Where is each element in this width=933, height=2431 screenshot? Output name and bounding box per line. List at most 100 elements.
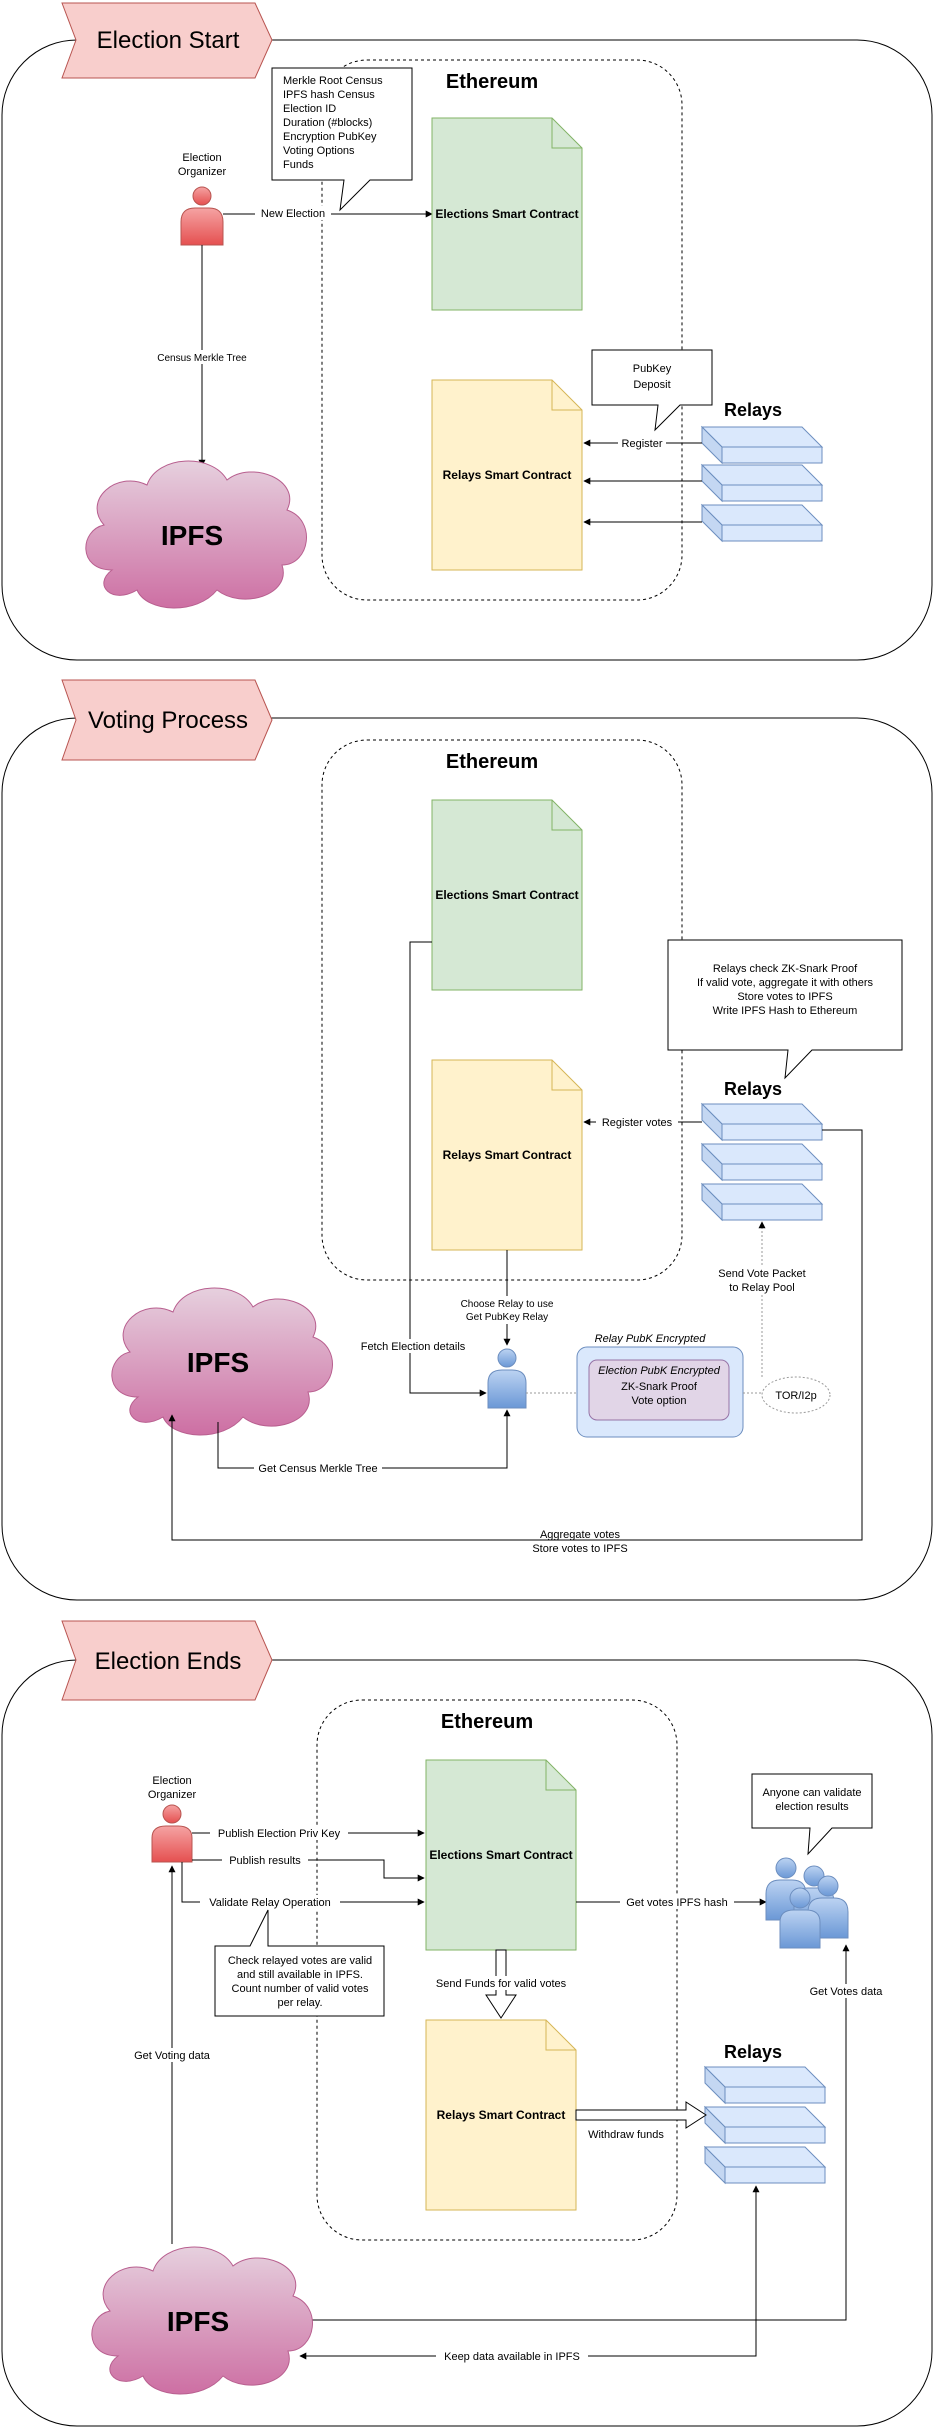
ipfs-cloud: IPFS [85,460,307,609]
ipfs-label: IPFS [167,2306,229,2337]
ethereum-label: Ethereum [446,71,538,93]
section-voting-process: Voting Process Ethereum Elections Smart … [1,679,933,1601]
relay-server-1 [701,426,823,464]
send-vote-label: to Relay Pool [729,1282,794,1294]
elections-contract-label: Elections Smart Contract [429,1848,572,1862]
relay-server-2 [701,464,823,502]
relay-pubk-label: Relay PubK Encrypted [595,1333,707,1345]
section-title: Election Ends [95,1648,242,1675]
ipfs-cloud: IPFS [111,1287,333,1436]
callout-line: PubKey [633,363,672,375]
elections-contract-label: Elections Smart Contract [435,207,578,221]
tor-node [761,1376,831,1414]
tor-label: TOR/I2p [775,1390,816,1402]
organizer-person-icon [180,186,224,246]
relays-label: Relays [724,2042,782,2062]
callout-line: and still available in IPFS. [237,1969,363,1981]
organizer-label-2: Organizer [178,166,227,178]
callout-line: IPFS hash Census [283,89,375,101]
organizer-label-1: Election [152,1775,191,1787]
keep-data-label: Keep data available in IPFS [444,2351,580,2363]
callout-line: Election ID [283,103,336,115]
relay-server-3 [701,504,823,542]
zk-proof-label: ZK-Snark Proof [621,1381,698,1393]
relays-smart-contract: Relays Smart Contract [431,1059,583,1251]
election-pubk-label: Election PubK Encrypted [598,1365,721,1377]
relay-server-3 [704,2146,826,2184]
pubkey-deposit-callout: PubKey Deposit [591,349,713,432]
ipfs-label: IPFS [187,1347,249,1378]
callout-line: If valid vote, aggregate it with others [697,977,874,989]
relays-label: Relays [724,400,782,420]
callout-line: Deposit [633,379,670,391]
send-funds-label: Send Funds for valid votes [436,1978,567,1990]
ethereum-label: Ethereum [446,751,538,773]
aggregate-arrow [168,1129,863,1541]
callout-line: Funds [283,159,314,171]
ethereum-container [321,59,683,601]
get-census-label: Get Census Merkle Tree [258,1463,377,1475]
organizer-label-1: Election [182,152,221,164]
relays-smart-contract: Relays Smart Contract [431,379,583,571]
section-title-banner: Election Ends [61,1620,273,1701]
aggregate-label: Store votes to IPFS [532,1543,627,1555]
voter-person-icon [487,1348,527,1409]
withdraw-funds-label: Withdraw funds [588,2129,664,2141]
validate-relay-arrow [181,1862,425,1906]
section-election-start: Election Start Ethereum Election Organiz… [1,2,933,661]
people-group-icon [765,1857,849,1949]
vote-option-label: Vote option [631,1395,686,1407]
publish-key-label: Publish Election Priv Key [218,1828,341,1840]
callout-line: Check relayed votes are valid [228,1955,372,1967]
section-title-banner: Voting Process [61,679,273,761]
get-voting-data-label: Get Voting data [134,2050,211,2062]
callout-line: Count number of valid votes [232,1983,369,1995]
new-election-label: New Election [261,208,325,220]
callout-line: Relays check ZK-Snark Proof [713,963,858,975]
send-vote-label: Send Vote Packet [718,1268,805,1280]
relays-label: Relays [724,1079,782,1099]
keep-data-arrow [299,2185,760,2360]
section-election-ends: Election Ends Ethereum Election Organize… [1,1620,933,2427]
elections-smart-contract: Elections Smart Contract [431,799,583,991]
callout-line: Write IPFS Hash to Ethereum [713,1005,858,1017]
organizer-label-2: Organizer [148,1789,197,1801]
elections-smart-contract: Elections Smart Contract [431,117,583,311]
callout-line: Voting Options [283,145,355,157]
relays-contract-label: Relays Smart Contract [443,468,572,482]
relays-contract-label: Relays Smart Contract [437,2108,566,2122]
callout-line: Anyone can validate [762,1787,861,1799]
choose-relay-label: Get PubKey Relay [466,1312,548,1323]
section-title-banner: Election Start [61,2,273,79]
relay-server-3 [701,1183,823,1221]
ipfs-label: IPFS [161,520,223,551]
elections-contract-label: Elections Smart Contract [435,888,578,902]
ipfs-cloud: IPFS [91,2246,313,2395]
callout-line: Duration (#blocks) [283,117,372,129]
relays-smart-contract: Relays Smart Contract [425,2019,577,2211]
callout-line: Merkle Root Census [283,75,383,87]
relay-server-2 [704,2106,826,2144]
validate-relay-label: Validate Relay Operation [209,1897,330,1909]
ethereum-label: Ethereum [441,1711,533,1733]
section-title: Voting Process [88,707,248,734]
publish-results-label: Publish results [229,1855,301,1867]
relay-server-2 [701,1143,823,1181]
census-tree-label: Census Merkle Tree [157,353,247,364]
section-frame [1,1659,933,2427]
choose-relay-label: Choose Relay to use [461,1299,554,1310]
withdraw-funds-arrow [575,2101,707,2129]
callout-line: Store votes to IPFS [737,991,832,1003]
callout-line: Encryption PubKey [283,131,377,143]
organizer-person-icon [151,1804,193,1863]
get-votes-hash-label: Get votes IPFS hash [626,1897,728,1909]
vote-packet: Election PubK Encrypted ZK-Snark Proof V… [576,1346,744,1438]
section-frame [1,717,933,1601]
elections-smart-contract: Elections Smart Contract [425,1759,577,1951]
get-votes-data-label: Get Votes data [810,1986,884,1998]
anyone-validate-callout: Anyone can validate election results [751,1773,873,1856]
callout-line: per relay. [277,1997,322,2009]
relay-server-1 [701,1103,823,1141]
section-title: Election Start [97,27,240,54]
